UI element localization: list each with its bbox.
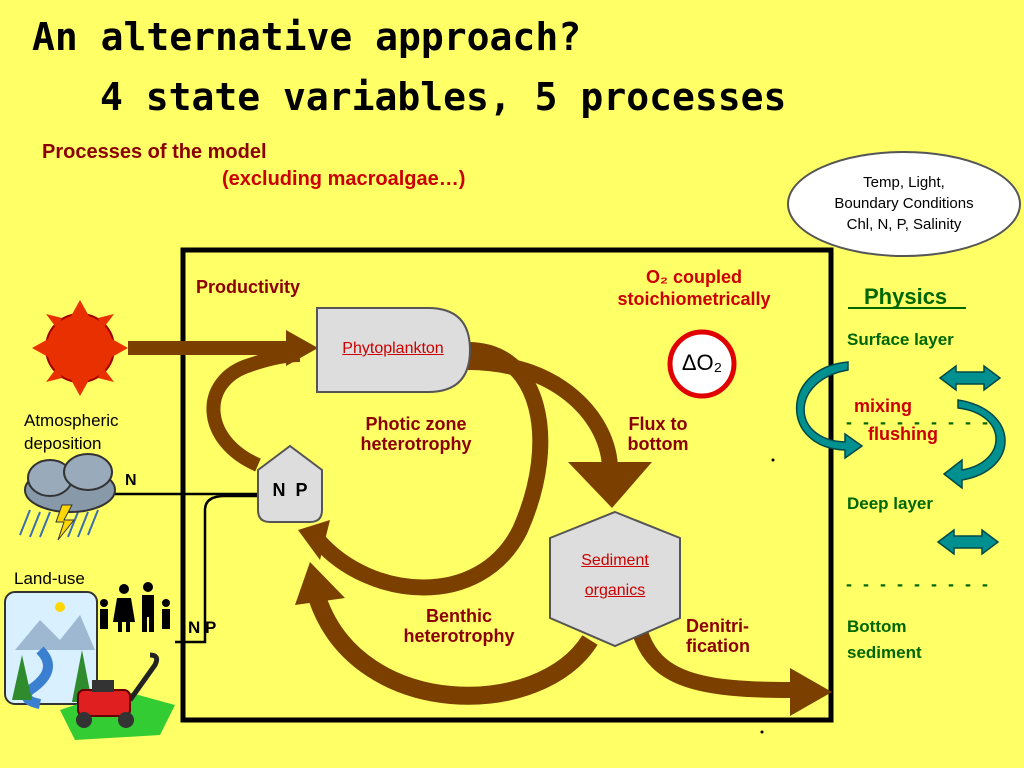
land-use-label: Land-use: [14, 569, 85, 588]
uptake-arrow: [206, 348, 301, 472]
o2-line1: O₂ coupled: [645, 267, 742, 287]
inputs-line3: Chl, N, P, Salinity: [846, 216, 962, 233]
dot-mark: [771, 458, 775, 462]
family-icon: [100, 582, 170, 632]
bottom-line2: sediment: [847, 643, 922, 662]
title-line2: 4 state variables, 5 processes: [100, 75, 787, 119]
sun-icon: [32, 300, 128, 396]
sediment-node: [549, 510, 681, 648]
dot-mark: [760, 730, 764, 734]
flux-line2: bottom: [627, 434, 689, 454]
np-input-label: N P: [188, 618, 217, 637]
inputs-oval: [787, 151, 1021, 257]
atmospheric-deposition-label: Atmospheric deposition: [24, 409, 118, 455]
inputs-oval-text: Temp, Light, Boundary Conditions Chl, N,…: [792, 172, 1016, 235]
sediment-line2[interactable]: organics: [584, 582, 646, 599]
np-node: [257, 444, 323, 523]
phytoplankton-node: [316, 307, 472, 393]
deep-layer-label: Deep layer: [847, 494, 933, 513]
rain-cloud-icon: [19, 453, 116, 541]
denitrification-arrow: [632, 629, 832, 716]
flux-label: Flux to bottom: [606, 414, 710, 454]
bottom-sediment-label: Bottom sediment: [847, 614, 922, 666]
surface-divider: - - - - - - - - -: [846, 412, 991, 432]
denitri-line1: Denitri-: [686, 616, 749, 636]
subtitle-line1: Processes of the model: [42, 141, 267, 163]
benthic-line1: Benthic: [425, 606, 492, 626]
np-node-label: N P: [272, 480, 308, 500]
inputs-line1: Temp, Light,: [863, 174, 945, 191]
benthic-heterotrophy-label: Benthic heterotrophy: [376, 606, 542, 646]
denitrification-label: Denitri- fication: [686, 616, 750, 656]
delta-o2-label: ΔO₂: [681, 350, 723, 375]
photic-line2: heterotrophy: [360, 434, 472, 454]
nutrient-input-lines: [100, 492, 258, 644]
photic-heterotrophy-label: Photic zone heterotrophy: [330, 414, 502, 454]
flux-line1: Flux to: [628, 414, 688, 434]
o2-label: O₂ coupled stoichiometrically: [578, 266, 810, 310]
o2-ring: [667, 329, 737, 399]
mixing-arrows: [796, 361, 1006, 556]
photic-line1: Photic zone: [365, 414, 467, 434]
mixing-label: mixing: [854, 396, 913, 416]
title-line1: An alternative approach?: [32, 15, 582, 59]
landscape-icon: [4, 591, 98, 709]
sediment-line1[interactable]: Sediment: [581, 552, 649, 569]
sediment-link[interactable]: Sediment organics: [552, 546, 678, 606]
surface-layer-label: Surface layer: [847, 330, 954, 349]
phytoplankton-link[interactable]: Phytoplankton: [342, 340, 444, 357]
o2-line2: stoichiometrically: [617, 289, 771, 309]
deep-divider: - - - - - - - - -: [846, 574, 991, 594]
inputs-line2: Boundary Conditions: [834, 195, 974, 212]
benthic-line2: heterotrophy: [403, 626, 515, 646]
atmos-line1: Atmospheric: [24, 411, 119, 430]
flushing-label: flushing: [868, 424, 938, 444]
model-box: [180, 247, 834, 723]
physics-title: Physics: [864, 284, 948, 309]
subtitle-line2: (excluding macroalgae…): [222, 168, 466, 190]
lawnmower-icon: [60, 652, 175, 740]
atmos-line2: deposition: [24, 434, 102, 453]
bottom-line1: Bottom: [847, 617, 907, 636]
flux-arrow: [467, 354, 652, 508]
productivity-label: Productivity: [196, 277, 301, 297]
n-input-label: N: [125, 472, 137, 489]
benthic-heterotrophy-arrow: [295, 562, 598, 705]
denitri-line2: fication: [686, 636, 751, 656]
